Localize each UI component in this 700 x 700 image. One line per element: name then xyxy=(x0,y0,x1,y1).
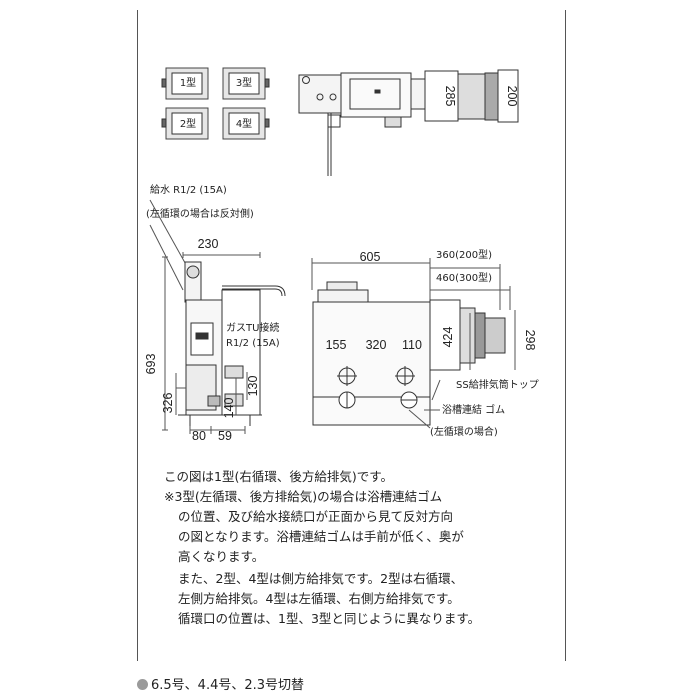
water-supply-note: (左循環の場合は反対側) xyxy=(146,207,254,220)
front-dim-605: 605 xyxy=(360,250,381,264)
note-line-6: また、2型、4型は側方給排気です。2型は右循環、 xyxy=(178,571,464,586)
side-dim-693: 693 xyxy=(144,354,158,375)
note-line-1: この図は1型(右循環、後方給排気)です。 xyxy=(164,469,393,484)
bath-rubber-label: 浴槽連結 ゴム xyxy=(442,403,505,416)
side-dim-59: 59 xyxy=(218,429,232,443)
side-dim-140: 140 xyxy=(222,398,236,419)
note-line-8: 循環口の位置は、1型、3型と同じように異なります。 xyxy=(178,611,481,626)
front-view xyxy=(311,258,516,429)
footer-caption: 6.5号、4.4号、2.3号切替 xyxy=(137,674,304,693)
side-view xyxy=(162,252,286,434)
footer-text: 6.5号、4.4号、2.3号切替 xyxy=(151,678,305,693)
front-dim-424: 424 xyxy=(441,327,455,348)
gas-connection-label: ガスTU接続 xyxy=(226,321,279,334)
front-dim-320: 320 xyxy=(366,338,387,352)
side-dim-130: 130 xyxy=(246,376,260,397)
side-dim-80: 80 xyxy=(192,429,206,443)
type-icon-label-2: 2型 xyxy=(180,117,196,130)
front-dim-298: 298 xyxy=(523,330,537,351)
type-icon-label-1: 1型 xyxy=(180,76,196,89)
front-dim-155: 155 xyxy=(326,338,347,352)
note-line-2: ※3型(左循環、後方排給気)の場合は浴槽連結ゴム xyxy=(164,489,443,504)
type-icon-4 xyxy=(222,107,270,140)
top-view xyxy=(298,69,519,176)
front-dim-110: 110 xyxy=(402,338,422,352)
type-icon-label-3: 3型 xyxy=(236,76,252,89)
type-icon-2 xyxy=(161,107,209,140)
ss-top-label: SS給排気筒トップ xyxy=(456,378,539,391)
top-dim-200: 200 xyxy=(505,86,519,107)
side-dim-230: 230 xyxy=(198,237,219,251)
type-icon-label-4: 4型 xyxy=(236,117,252,130)
note-line-7: 左側方給排気。4型は左循環、右側方給排気です。 xyxy=(178,591,460,606)
diagram-panel xyxy=(137,10,566,661)
bullet-icon xyxy=(137,679,148,690)
water-supply-label: 給水 R1/2 (15A) xyxy=(150,183,227,196)
gas-connection-size: R1/2 (15A) xyxy=(226,338,280,349)
left-circulation-label: (左循環の場合) xyxy=(430,425,498,438)
type-icon-labels: 1型 3型 2型 4型 xyxy=(180,76,252,130)
top-dim-285: 285 xyxy=(443,86,457,107)
type-icon-3 xyxy=(222,67,270,100)
side-dim-326: 326 xyxy=(161,393,175,414)
note-line-3: の位置、及び給水接続口が正面から見て反対方向 xyxy=(178,509,454,524)
type-icon-1 xyxy=(161,67,209,100)
front-dim-360: 360(200型) xyxy=(436,248,492,261)
front-dim-460: 460(300型) xyxy=(436,271,492,284)
note-line-5: 高くなります。 xyxy=(178,549,265,564)
note-line-4: の図となります。浴槽連結ゴムは手前が低く、奥が xyxy=(178,529,464,544)
